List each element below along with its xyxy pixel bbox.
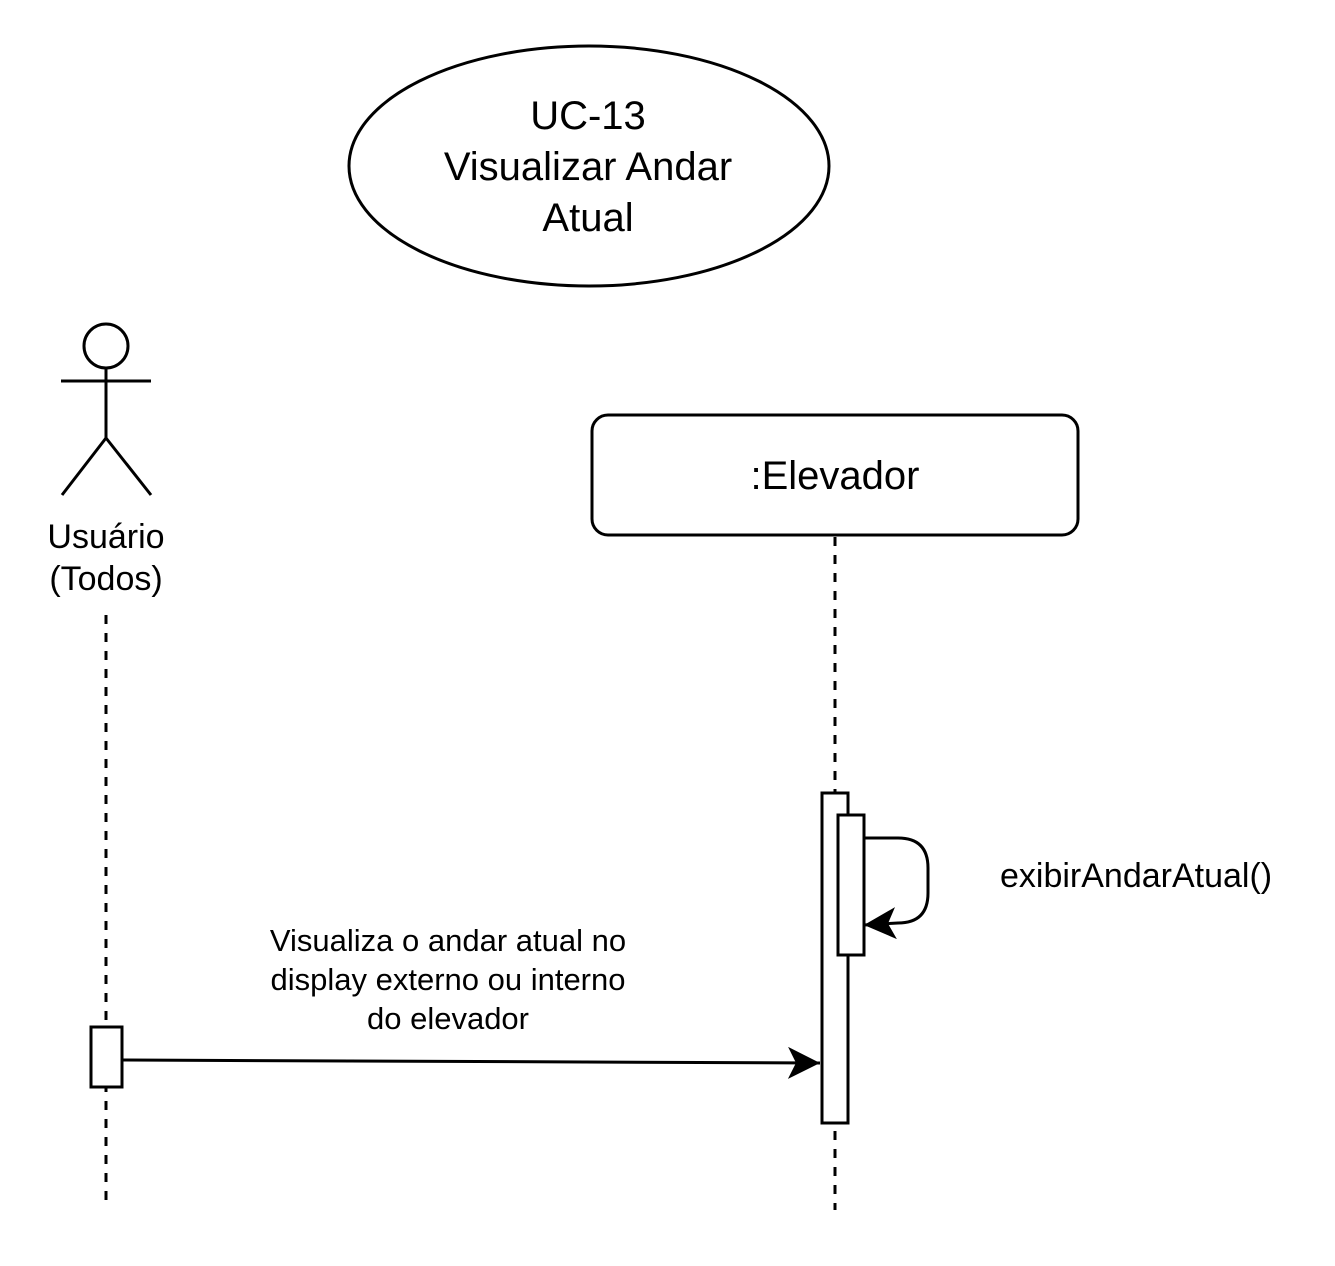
message-line-3: do elevador [367, 1001, 529, 1036]
use-case-line-1: UC-13 [530, 94, 646, 138]
self-call-activation-bar [836, 813, 866, 957]
actor-activation-bar [89, 1025, 124, 1089]
use-case-line-3: Atual [542, 196, 633, 240]
use-case: UC-13 Visualizar Andar Atual [347, 44, 831, 288]
actor-left-leg [60, 437, 108, 496]
elevator-box [590, 413, 1080, 537]
self-call-label: exibirAndarAtual() [1000, 857, 1272, 895]
elevator-label: :Elevador [751, 454, 920, 498]
elevator-lifeline-head: :Elevador [590, 413, 1080, 537]
actor-role: (Todos) [49, 560, 162, 598]
use-case-line-2: Visualizar Andar [444, 145, 732, 189]
user-to-elevator-arrow [121, 1046, 821, 1079]
actor-name: Usuário [47, 518, 164, 556]
use-case-ellipse [347, 44, 831, 288]
message-line-1: Visualiza o andar atual no [270, 923, 626, 958]
actor-head [82, 322, 130, 370]
message-line-2: display externo ou interno [270, 962, 625, 997]
self-call-arrow [863, 836, 930, 940]
actor-stick-figure [60, 322, 153, 496]
actor-right-leg [104, 437, 153, 496]
